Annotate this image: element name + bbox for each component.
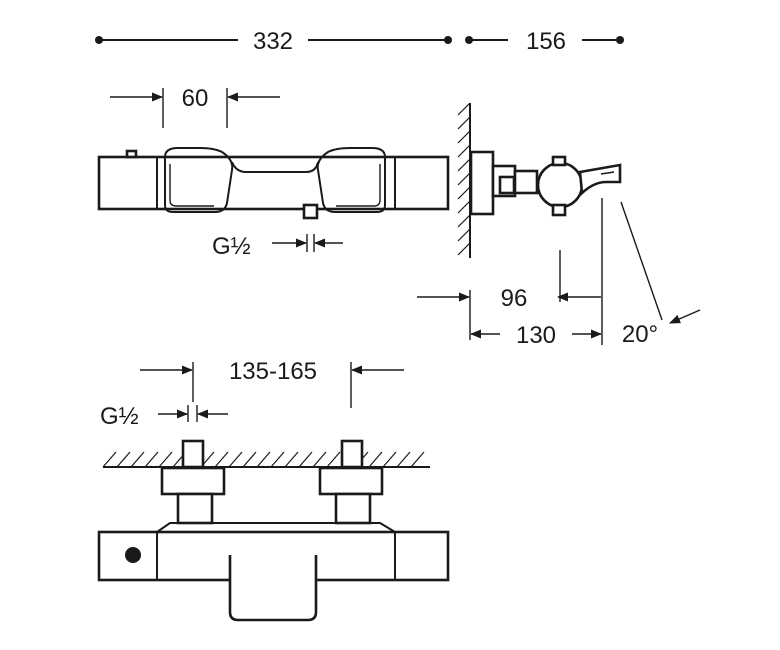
dimension-spout-130: 130	[469, 290, 603, 349]
dimension-projection: 156	[465, 28, 624, 55]
dimension-inlet-thread: G½	[100, 403, 228, 430]
label-g-half-top: G½	[212, 233, 251, 260]
front-view-body	[97, 147, 450, 220]
label-332: 332	[253, 28, 293, 55]
dimension-spout-96: 96	[417, 198, 603, 345]
dimension-handle-spacing: 60	[110, 85, 280, 128]
dimension-inlet-centres: 135-165	[140, 358, 404, 408]
label-20-degrees: 20°	[622, 321, 658, 348]
dimension-spout-angle: 20°	[620, 201, 701, 348]
label-130: 130	[516, 322, 556, 349]
label-60: 60	[182, 85, 209, 112]
side-view-wall	[457, 102, 471, 258]
label-135-165: 135-165	[229, 358, 317, 385]
label-g-half-bottom: G½	[100, 403, 139, 430]
side-view-body	[469, 150, 622, 217]
dimension-overall-width: 332	[95, 28, 452, 55]
bottom-view-body	[97, 439, 450, 622]
label-156: 156	[526, 28, 566, 55]
dimension-outlet-thread: G½	[212, 233, 343, 260]
label-96: 96	[501, 285, 528, 312]
bottom-view-wall	[102, 451, 430, 468]
